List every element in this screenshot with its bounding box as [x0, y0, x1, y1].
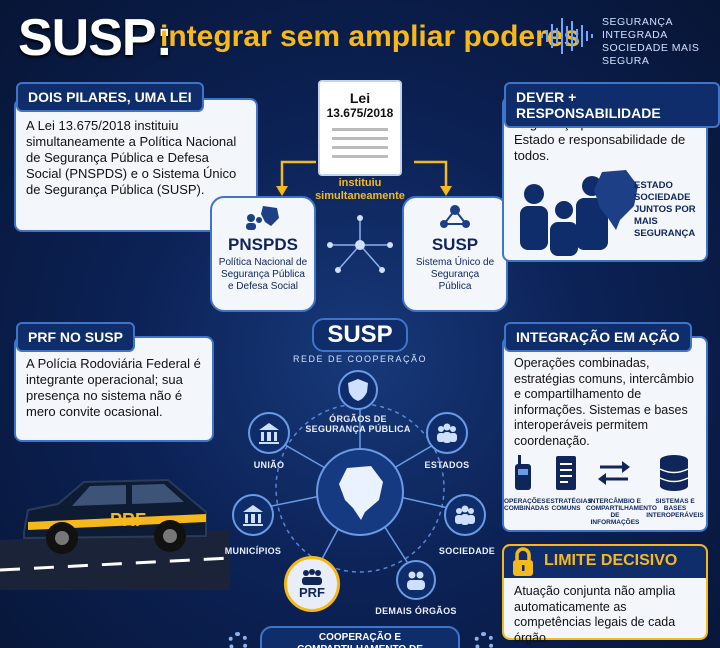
people-map-icon [246, 206, 279, 230]
prf-car-icon [23, 478, 207, 554]
dever-heading: DEVER + RESPONSABILIDADE [504, 82, 720, 128]
susp-title: SUSP [431, 235, 479, 254]
radio-icon [515, 455, 531, 490]
limite-header-bar [504, 546, 706, 578]
integracao-card: Operações combinadas, estratégias comuns… [502, 336, 708, 532]
susp-desc-line: Sistema Único de [415, 257, 495, 268]
pilares-heading: DOIS PILARES, UMA LEI [16, 82, 204, 112]
estados-node [426, 412, 468, 454]
shield-icon [348, 379, 368, 401]
lock-icon [513, 547, 533, 576]
integracao-item-label: SISTEMAS E BASES INTEROPERÁVEIS [646, 498, 704, 519]
uniao-label: UNIÃO [253, 460, 285, 470]
integracao-item-label: INTERCÂMBIO E COMPARTILHAMENTO DE INFORM… [586, 498, 657, 526]
estados-label: ESTADOS [424, 460, 470, 470]
building-icon [243, 505, 263, 526]
document-icon [556, 456, 576, 490]
dever-tag-line: SOCIEDADE [634, 192, 691, 203]
susp-desc-line: Segurança [430, 269, 480, 280]
demais-node [396, 560, 436, 600]
lei-caption-line: instituiu [338, 177, 382, 189]
municipios-label: MUNICÍPIOS [224, 546, 282, 556]
dever-tag: ESTADO SOCIEDADE JUNTOS POR MAIS SEGURAN… [634, 180, 706, 240]
pnspds-desc-line: e Defesa Social [227, 281, 299, 292]
sociedade-node [444, 494, 486, 536]
soundwave-icon [541, 18, 593, 54]
prf-node-label: PRF [299, 584, 325, 600]
exchange-icon [598, 461, 630, 485]
orgaos-label: ÓRGÃOS DE SEGURANÇA PÚBLICA [305, 414, 411, 434]
susp-desc: Sistema Único de Segurança Pública [404, 257, 506, 293]
pnspds-desc-line: Política Nacional de [218, 257, 308, 268]
brazil-map-icon [594, 170, 638, 230]
gear-icon [474, 632, 494, 648]
prf-text: A Polícia Rodoviária Federal é integrant… [26, 356, 201, 419]
demais-label: DEMAIS ÓRGÃOS [375, 606, 457, 616]
gear-icon [228, 632, 248, 648]
dever-tag-line: MAIS SEGURANÇA [634, 216, 696, 239]
brand-line: INTEGRADA [602, 29, 668, 41]
municipios-node [232, 494, 274, 536]
car-label: PRF [110, 510, 146, 530]
susp-center-node [316, 448, 404, 536]
pnspds-desc: Política Nacional de Segurança Pública e… [212, 257, 314, 293]
integracao-item-label: ESTRATÉGIAS COMUNS [546, 498, 592, 512]
pnspds-desc-line: Segurança Pública [221, 269, 305, 280]
orgaos-node [338, 370, 378, 410]
susp-desc-line: Pública [438, 281, 472, 292]
lei-number: 13.675/2018 [326, 106, 394, 120]
people-icon [437, 423, 457, 443]
pilares-card: A Lei 13.675/2018 instituiu simultaneame… [14, 98, 258, 232]
pilares-text: A Lei 13.675/2018 instituiu simultaneame… [26, 118, 237, 197]
page-subtitle: integrar sem ampliar poderes [160, 20, 581, 53]
brand-line: SEGURANÇA [602, 16, 674, 28]
uniao-node [248, 412, 290, 454]
brand-line: SOCIEDADE MAIS SEGURA [602, 42, 700, 67]
rede-footer: COOPERAÇÃO E COMPARTILHAMENTO DE INFORMA… [260, 626, 460, 648]
pnspds-card: PNSPDS Política Nacional de Segurança Pú… [210, 196, 316, 312]
people-icon [302, 568, 322, 585]
prf-card: A Polícia Rodoviária Federal é integrant… [14, 336, 214, 442]
lei-label: Lei [349, 90, 371, 106]
dever-tag-line: JUNTOS POR [634, 204, 696, 215]
sociedade-label: SOCIEDADE [438, 546, 496, 556]
limite-text: Atuação conjunta não amplia automaticame… [514, 584, 676, 645]
network-icon [440, 205, 470, 228]
susp-card: SUSP Sistema Único de Segurança Pública [402, 196, 508, 312]
database-icon [659, 455, 689, 491]
prf-node: PRF [284, 556, 340, 612]
lei-document: Lei 13.675/2018 [318, 80, 402, 176]
building-icon [259, 423, 279, 444]
mini-network-icon [327, 215, 393, 273]
prf-heading: PRF NO SUSP [16, 322, 135, 352]
people-icon [455, 505, 475, 525]
brazil-map-icon [339, 466, 383, 520]
lei-caption-line: simultaneamente [315, 190, 405, 202]
rede-title: SUSP [312, 318, 408, 352]
lei-caption: instituiu simultaneamente [300, 177, 420, 203]
rede-subtitle: REDE DE COOPERAÇÃO [292, 354, 428, 364]
integracao-heading: INTEGRAÇÃO EM AÇÃO [504, 322, 692, 352]
limite-heading: LIMITE DECISIVO [544, 552, 678, 569]
arrows-connector [276, 160, 452, 196]
brand-text: SEGURANÇA INTEGRADA SOCIEDADE MAIS SEGUR… [602, 16, 720, 68]
integracao-text: Operações combinadas, estratégias comuns… [514, 356, 694, 448]
page-title: SUSP: [18, 9, 173, 67]
pnspds-title: PNSPDS [228, 235, 298, 254]
dever-tag-line: ESTADO [634, 180, 673, 191]
people-icon [407, 571, 425, 590]
integracao-item-label: OPERAÇÕES COMBINADAS [504, 498, 549, 512]
